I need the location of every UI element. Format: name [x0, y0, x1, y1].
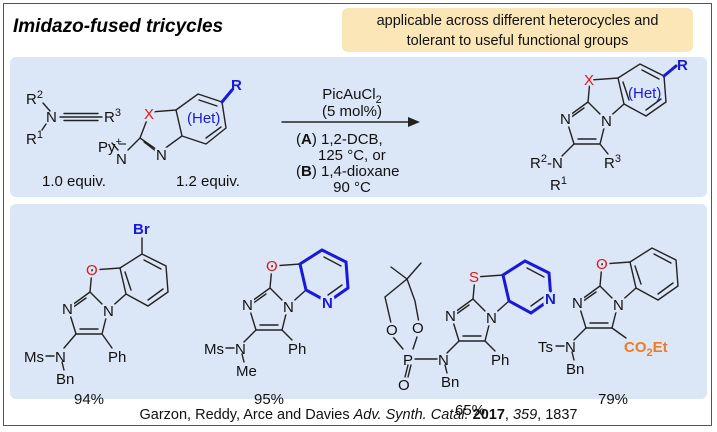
- citation-authors: Garzon, Reddy, Arce and Davies: [139, 407, 354, 423]
- bn-label: Bn: [441, 374, 459, 391]
- n-label: N: [438, 352, 449, 369]
- citation-pages: , 1837: [537, 407, 578, 423]
- x-heteroatom: X: [584, 72, 594, 89]
- br-label: Br: [133, 221, 150, 238]
- x-heteroatom: X: [144, 106, 154, 123]
- reaction-arrow-head: [408, 117, 420, 127]
- minus-charge: −: [118, 136, 127, 153]
- bn-label: Bn: [566, 361, 584, 378]
- product-4: O N N N Ts Bn CO2Et 79%: [538, 247, 679, 408]
- highlight-line-1: applicable across different heterocycles…: [376, 13, 659, 29]
- citation: Garzon, Reddy, Arce and Davies Adv. Synt…: [0, 407, 717, 423]
- products-panel: [10, 204, 707, 399]
- n-label: N: [613, 297, 624, 314]
- ester-label: CO2Et: [624, 339, 668, 359]
- n-label: N: [46, 109, 57, 126]
- catalyst-loading: (5 mol%): [322, 103, 382, 120]
- o-label: O: [386, 322, 398, 339]
- condition-b: (B) 1,4-dioxane: [296, 163, 399, 180]
- product-2: O N N N N Ms Me Ph 95%: [204, 248, 350, 408]
- ph-label: Ph: [108, 349, 126, 366]
- reactant-ynamide: R2 N R3 R1 1.0 equiv.: [26, 89, 121, 190]
- yield-label: 79%: [598, 391, 628, 408]
- citation-volume: 359: [512, 407, 538, 423]
- condition-a-temp: 125 °C, or: [318, 147, 386, 164]
- n-label: N: [565, 339, 576, 356]
- py-label: Py+: [98, 136, 122, 156]
- ms-label: Ms: [24, 349, 44, 366]
- ph-label: Ph: [491, 352, 509, 369]
- r-label: R: [231, 77, 242, 94]
- yield-label: 95%: [254, 391, 284, 408]
- reactant-aminide: Py+ N − X N (Het) R 1.2 equiv.: [98, 77, 242, 190]
- het-label: (Het): [628, 85, 661, 102]
- figure-frame: [3, 3, 712, 426]
- r2-label: R2: [26, 89, 43, 108]
- pyridine-n-label: N: [545, 291, 556, 308]
- n-label: N: [62, 301, 73, 318]
- p-label: P: [403, 352, 413, 369]
- product-3: S N N N N P O O O Bn Ph 65%: [384, 259, 558, 419]
- n-label: N: [486, 310, 497, 327]
- n-label: N: [445, 308, 456, 325]
- reactant2-equiv: 1.2 equiv.: [176, 173, 240, 190]
- highlight-line-2: tolerant to useful functional groups: [406, 33, 629, 49]
- figure-title: Imidazo-fused tricycles: [13, 16, 224, 37]
- n-label: N: [156, 147, 167, 164]
- o-label: O: [398, 377, 410, 394]
- ms-label: Ms: [204, 341, 224, 358]
- n-label: N: [283, 299, 294, 316]
- o-label: O: [412, 320, 424, 337]
- condition-b-temp: 90 °C: [333, 179, 371, 196]
- het-label: (Het): [187, 110, 220, 127]
- r3-label: R3: [104, 107, 121, 126]
- product-1: Br O N N N Ms Bn Ph 94%: [24, 221, 169, 408]
- o-label: O: [596, 256, 608, 273]
- pyridine-n-label: N: [322, 295, 333, 312]
- ph-label: Ph: [288, 341, 306, 358]
- highlight-box: applicable across different heterocycles…: [342, 8, 693, 52]
- catalyst: PicAuCl2: [322, 86, 381, 106]
- r1-label: R1: [550, 175, 567, 194]
- generic-product: X (Het) R N N R2-N R1 R3: [530, 57, 688, 194]
- n-label: N: [55, 349, 66, 366]
- o-label: O: [86, 262, 98, 279]
- condition-a: (A) 1,2-DCB,: [296, 131, 383, 148]
- yield-label: 65%: [455, 402, 485, 419]
- r-label: R: [677, 57, 688, 74]
- citation-year: 2017: [472, 407, 505, 423]
- reactant1-equiv: 1.0 equiv.: [42, 173, 106, 190]
- n3-label: N: [560, 111, 571, 128]
- n-minus-label: N: [116, 151, 127, 168]
- citation-sep: ,: [504, 407, 513, 423]
- amine-label: R2-N: [530, 153, 563, 172]
- n1-label: N: [601, 113, 612, 130]
- n-label: N: [103, 303, 114, 320]
- citation-journal: Adv. Synth. Catal.: [353, 407, 469, 423]
- n-label: N: [242, 297, 253, 314]
- n-label: N: [235, 341, 246, 358]
- r1-label: R1: [26, 129, 43, 148]
- s-label: S: [469, 269, 479, 286]
- bn-label: Bn: [56, 371, 74, 388]
- r3-label: R3: [604, 153, 621, 172]
- reaction-conditions: PicAuCl2 (5 mol%) (A) 1,2-DCB, 125 °C, o…: [281, 86, 420, 196]
- ts-label: Ts: [538, 339, 553, 356]
- n-label: N: [572, 295, 583, 312]
- yield-label: 94%: [74, 391, 104, 408]
- me-label: Me: [236, 363, 257, 380]
- o-label: O: [266, 258, 278, 275]
